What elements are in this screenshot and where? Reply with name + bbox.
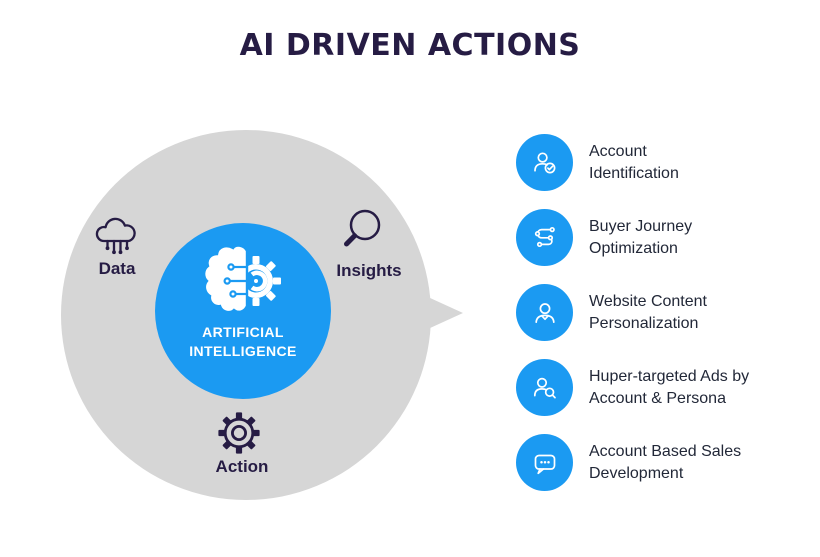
action-label-line1: Buyer Journey: [589, 217, 693, 235]
brain-gear-icon: [203, 244, 281, 314]
action-label-line2: Account & Persona: [589, 389, 726, 407]
action-label-line2: Optimization: [589, 239, 678, 257]
action-icon-badge: [516, 134, 573, 191]
action-icon-badge: [516, 209, 573, 266]
user-search-icon: [533, 377, 556, 398]
action-label-line1: Website Content: [589, 292, 707, 310]
ai-core-label-line2: INTELLIGENCE: [189, 343, 297, 359]
action-icon-badge: [516, 284, 573, 341]
action-label-line1: Account Based Sales: [589, 442, 742, 460]
action-label-line2: Development: [589, 464, 684, 482]
action-label: Account Identification: [589, 141, 679, 185]
actions-list: Account Identification Buyer Journey: [516, 125, 816, 500]
gear-icon: [218, 412, 260, 454]
chat-dots-icon: [534, 454, 555, 474]
hub-node-label-action: Action: [215, 457, 269, 476]
action-label: Website Content Personalization: [589, 291, 707, 335]
action-item-website-content: Website Content Personalization: [516, 275, 816, 350]
action-item-buyer-journey: Buyer Journey Optimization: [516, 200, 816, 275]
flow-arrow-icon: [415, 288, 463, 338]
action-label-line2: Identification: [589, 164, 679, 182]
hub-node-label-data: Data: [98, 259, 136, 278]
action-icon-badge: [516, 434, 573, 491]
action-label: Account Based Sales Development: [589, 441, 741, 485]
action-label-line1: Huper-targeted Ads by: [589, 367, 750, 385]
action-label-line1: Account: [589, 142, 647, 160]
user-check-icon: [533, 151, 555, 173]
action-item-sales-development: Account Based Sales Development: [516, 425, 816, 500]
cloud-data-icon: [95, 217, 136, 255]
action-item-hyper-targeted-ads: Huper-targeted Ads by Account & Persona: [516, 350, 816, 425]
user-profile-icon: [534, 302, 555, 323]
action-item-account-identification: Account Identification: [516, 125, 816, 200]
page-title: AI DRIVEN ACTIONS: [239, 28, 581, 63]
action-icon-badge: [516, 359, 573, 416]
action-label: Huper-targeted Ads by Account & Persona: [589, 366, 749, 410]
action-label: Buyer Journey Optimization: [589, 216, 692, 260]
magnifier-icon: [344, 209, 381, 247]
journey-route-icon: [534, 226, 555, 247]
ai-core-label-line1: ARTIFICIAL: [202, 324, 284, 340]
hub-node-label-insights: Insights: [336, 261, 402, 280]
action-label-line2: Personalization: [589, 314, 699, 332]
